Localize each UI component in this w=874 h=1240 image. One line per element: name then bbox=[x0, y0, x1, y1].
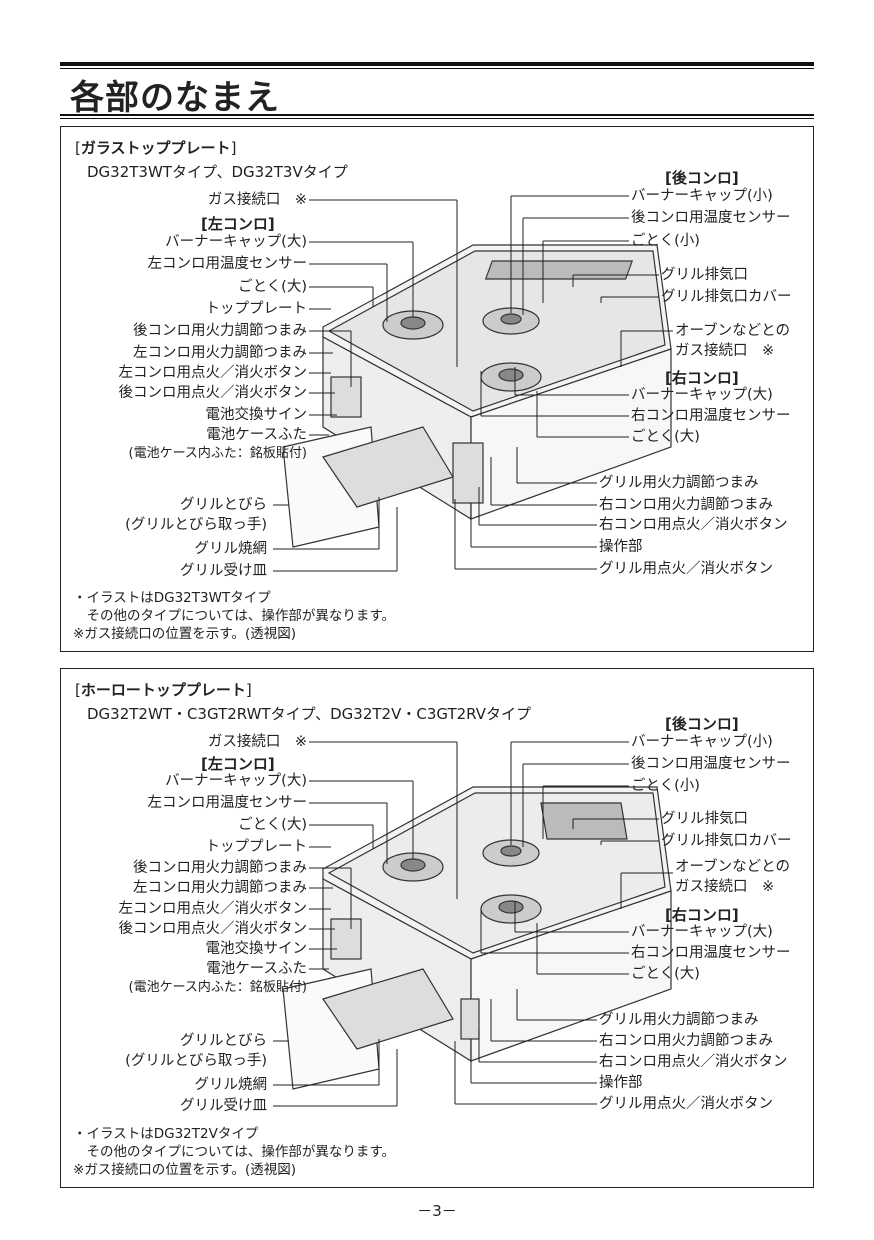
label-battery-cover: 電池ケースふた bbox=[206, 427, 307, 443]
note-line: ・イラストはDG32T2Vタイプ bbox=[73, 1126, 259, 1142]
group-rear-burner: [後コンロ] bbox=[665, 715, 739, 733]
group-right-burner: [右コンロ] bbox=[665, 369, 739, 387]
label-rear-temp-sensor: 後コンロ用温度センサー bbox=[631, 210, 791, 226]
label-oven-gas-inlet: ガス接続口 ※ bbox=[675, 343, 775, 359]
label-rear-temp-sensor: 後コンロ用温度センサー bbox=[631, 756, 791, 772]
label-exhaust-cover: グリル排気口カバー bbox=[661, 833, 792, 849]
label-grill-tray: グリル受け皿 bbox=[180, 563, 267, 579]
label-grill-exhaust: グリル排気口 bbox=[661, 267, 748, 283]
group-left-burner: [左コンロ] bbox=[201, 215, 275, 233]
label-grill-ignition: グリル用点火／消火ボタン bbox=[599, 561, 773, 577]
label-control-panel: 操作部 bbox=[599, 539, 643, 555]
label-left-temp-sensor: 左コンロ用温度センサー bbox=[147, 256, 308, 272]
title-rule bbox=[60, 68, 814, 69]
label-control-panel: 操作部 bbox=[599, 1075, 643, 1091]
section-models: DG32T3WTタイプ、DG32T3Vタイプ bbox=[87, 163, 348, 181]
label-gas-inlet: ガス接続口 ※ bbox=[207, 734, 307, 750]
page-title: 各部のなまえ bbox=[70, 78, 280, 118]
label-exhaust-cover: グリル排気口カバー bbox=[661, 289, 792, 305]
group-rear-burner: [後コンロ] bbox=[665, 169, 739, 187]
label-grill-door: グリルとびら bbox=[180, 497, 267, 513]
label-rear-knob: 後コンロ用火力調節つまみ bbox=[133, 860, 307, 876]
label-right-burner-cap: バーナーキャップ(大) bbox=[631, 924, 773, 940]
label-grill-exhaust: グリル排気口 bbox=[661, 811, 748, 827]
label-grill-net: グリル焼網 bbox=[194, 541, 268, 557]
label-burner-cap-small: バーナーキャップ(小) bbox=[631, 734, 773, 750]
label-grill-tray: グリル受け皿 bbox=[180, 1098, 267, 1114]
label-grill-ignition: グリル用点火／消火ボタン bbox=[599, 1096, 773, 1112]
label-left-ignition: 左コンロ用点火／消火ボタン bbox=[118, 365, 308, 381]
section-heading: [ホーロートッププレート] bbox=[75, 681, 252, 699]
label-right-temp-sensor: 右コンロ用温度センサー bbox=[631, 408, 791, 424]
label-burner-cap-small: バーナーキャップ(小) bbox=[631, 188, 773, 204]
note-line: ・イラストはDG32T3WTタイプ bbox=[73, 590, 271, 606]
label-rear-knob: 後コンロ用火力調節つまみ bbox=[133, 323, 307, 339]
section-models: DG32T2WT・C3GT2RWTタイプ、DG32T2V・C3GT2RVタイプ bbox=[87, 705, 532, 723]
label-trivet-small: ごとく(小) bbox=[631, 778, 700, 794]
label-rear-ignition: 後コンロ用点火／消火ボタン bbox=[118, 385, 308, 401]
label-left-ignition: 左コンロ用点火／消火ボタン bbox=[118, 901, 308, 917]
label-trivet-small: ごとく(小) bbox=[631, 233, 700, 249]
note-line: ※ガス接続口の位置を示す。(透視図) bbox=[73, 626, 296, 642]
label-grill-knob: グリル用火力調節つまみ bbox=[599, 1012, 759, 1028]
label-left-temp-sensor: 左コンロ用温度センサー bbox=[147, 795, 308, 811]
label-right-knob: 右コンロ用火力調節つまみ bbox=[599, 1033, 773, 1049]
label-trivet-large: ごとく(大) bbox=[238, 817, 307, 833]
group-right-burner: [右コンロ] bbox=[665, 906, 739, 924]
label-top-plate: トッププレート bbox=[205, 839, 308, 855]
group-left-burner: [左コンロ] bbox=[201, 755, 275, 773]
label-grill-door: グリルとびら bbox=[180, 1033, 267, 1049]
label-burner-cap-large: バーナーキャップ(大) bbox=[165, 773, 307, 789]
label-right-ignition: 右コンロ用点火／消火ボタン bbox=[599, 517, 788, 533]
note-line: ※ガス接続口の位置を示す。(透視図) bbox=[73, 1162, 296, 1178]
label-battery-sign: 電池交換サイン bbox=[205, 407, 308, 423]
label-right-trivet: ごとく(大) bbox=[631, 429, 700, 445]
title-rule bbox=[60, 118, 814, 119]
section-heading: [ガラストッププレート] bbox=[75, 139, 237, 157]
page-number: －3－ bbox=[417, 1202, 457, 1220]
title-rule bbox=[60, 114, 814, 116]
label-right-trivet: ごとく(大) bbox=[631, 966, 700, 982]
label-battery-inner-cover: (電池ケース内ふた：銘板貼付) bbox=[128, 446, 308, 461]
note-line: その他のタイプについては、操作部が異なります。 bbox=[73, 1144, 395, 1160]
label-oven-connection: オーブンなどとの bbox=[675, 323, 790, 339]
cooktop-illustration bbox=[273, 741, 673, 1107]
label-right-knob: 右コンロ用火力調節つまみ bbox=[599, 497, 773, 513]
label-battery-inner-cover: (電池ケース内ふた：銘板貼付) bbox=[128, 980, 308, 995]
cooktop-illustration bbox=[273, 195, 673, 572]
label-rear-ignition: 後コンロ用点火／消火ボタン bbox=[118, 921, 308, 937]
label-right-burner-cap: バーナーキャップ(大) bbox=[631, 387, 773, 403]
label-grill-handle: (グリルとびら取っ手) bbox=[125, 517, 267, 533]
label-top-plate: トッププレート bbox=[205, 301, 308, 317]
label-grill-net: グリル焼網 bbox=[194, 1077, 268, 1093]
label-grill-knob: グリル用火力調節つまみ bbox=[599, 475, 759, 491]
label-left-knob: 左コンロ用火力調節つまみ bbox=[133, 345, 307, 361]
label-burner-cap-large: バーナーキャップ(大) bbox=[165, 234, 307, 250]
title-rule bbox=[60, 62, 814, 66]
label-oven-gas-inlet: ガス接続口 ※ bbox=[675, 879, 775, 895]
label-battery-sign: 電池交換サイン bbox=[205, 941, 308, 957]
label-right-ignition: 右コンロ用点火／消火ボタン bbox=[599, 1054, 788, 1070]
label-left-knob: 左コンロ用火力調節つまみ bbox=[133, 880, 307, 896]
label-oven-connection: オーブンなどとの bbox=[675, 859, 790, 875]
label-battery-cover: 電池ケースふた bbox=[206, 961, 307, 977]
label-trivet-large: ごとく(大) bbox=[238, 279, 307, 295]
note-line: その他のタイプについては、操作部が異なります。 bbox=[73, 608, 395, 624]
enamel-top-panel: [ホーロートッププレート] DG32T2WT・C3GT2RWTタイプ、DG32T… bbox=[60, 668, 814, 1188]
label-right-temp-sensor: 右コンロ用温度センサー bbox=[631, 945, 791, 961]
label-gas-inlet: ガス接続口 ※ bbox=[207, 192, 307, 208]
glass-top-panel: [ガラストッププレート] DG32T3WTタイプ、DG32T3Vタイプ bbox=[60, 126, 814, 652]
label-grill-handle: (グリルとびら取っ手) bbox=[125, 1053, 267, 1069]
